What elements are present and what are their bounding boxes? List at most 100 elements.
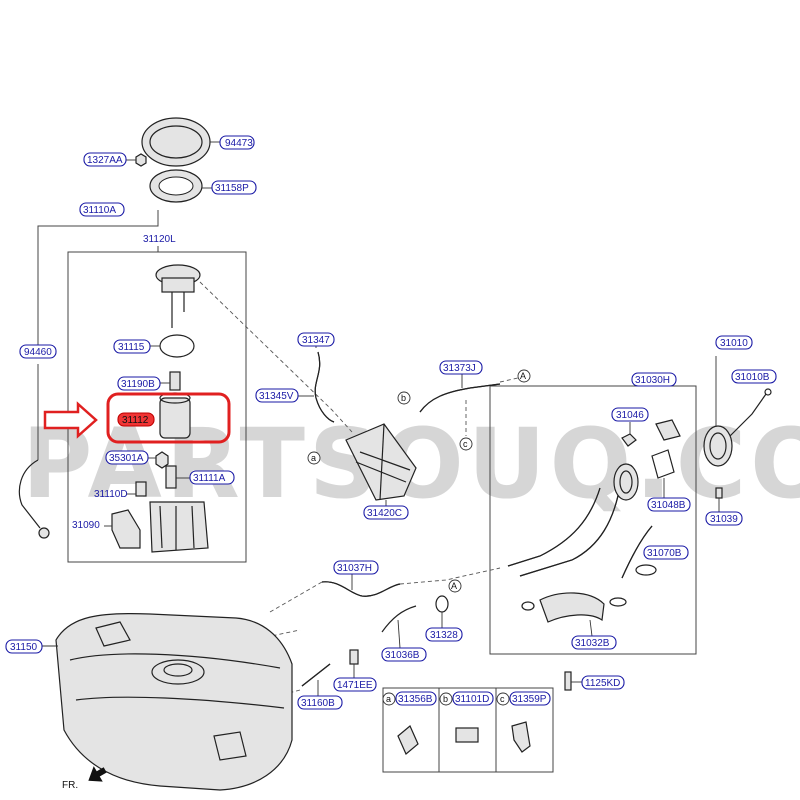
label-31070B[interactable]: 31070B — [643, 545, 689, 560]
svg-text:1471EE: 1471EE — [337, 680, 373, 691]
label-31150[interactable]: 31150 — [5, 639, 43, 654]
svg-text:a: a — [386, 694, 391, 704]
bracket-31046 — [621, 419, 681, 447]
lock-ring-31158P — [149, 169, 212, 203]
label-31101D[interactable]: 31101D — [452, 691, 494, 706]
svg-text:35301A: 35301A — [109, 453, 144, 464]
label-31190B[interactable]: 31190B — [117, 376, 161, 391]
ref-c-hose: c — [459, 437, 473, 451]
label-31032B[interactable]: 31032B — [571, 635, 617, 650]
hose-31037H — [321, 574, 401, 597]
frames — [37, 210, 697, 773]
strainer-31115 — [150, 334, 195, 358]
pipe-31032B — [521, 592, 627, 637]
svg-text:31030H: 31030H — [635, 375, 670, 386]
ref-a-legend: a — [382, 692, 396, 706]
pad-31101D-shape — [455, 727, 479, 743]
fuel-sender-94460 — [18, 364, 50, 539]
svg-text:31010B: 31010B — [735, 372, 770, 383]
label-31420C[interactable]: 31420C — [363, 505, 409, 520]
svg-text:c: c — [463, 439, 468, 449]
svg-text:31110D: 31110D — [94, 489, 128, 500]
label-1327AA[interactable]: 1327AA — [83, 152, 127, 167]
clamp-31328 — [435, 595, 449, 628]
label-31010B[interactable]: 31010B — [731, 369, 777, 384]
gasket-31048B — [651, 449, 675, 498]
svg-text:31120L: 31120L — [143, 234, 176, 245]
svg-text:31345V: 31345V — [259, 391, 294, 402]
pump-canister-line — [199, 281, 353, 433]
label-31046[interactable]: 31046 — [611, 407, 649, 422]
svg-text:b: b — [401, 393, 406, 403]
label-31112-highlighted[interactable]: 31112 — [117, 412, 155, 427]
clip-31356B-shape — [397, 725, 419, 755]
hose-dash-lines — [269, 567, 501, 613]
ref-c-legend: c — [496, 692, 510, 706]
label-31347[interactable]: 31347 — [297, 332, 335, 347]
svg-text:31115: 31115 — [118, 342, 145, 353]
label-1471EE[interactable]: 1471EE — [333, 677, 377, 692]
svg-text:b: b — [443, 694, 448, 704]
screw-31039 — [715, 487, 723, 512]
fuel-tank-31150 — [40, 612, 293, 791]
clip-legend-frame — [382, 687, 554, 773]
label-31090[interactable]: 31090 — [70, 518, 104, 531]
label-31110D[interactable]: 31110D — [92, 487, 134, 500]
clip-31359P-shape — [511, 721, 531, 753]
svg-text:A: A — [520, 371, 526, 381]
label-31359P[interactable]: 31359P — [509, 691, 551, 706]
svg-text:a: a — [311, 453, 316, 463]
label-31036B[interactable]: 31036B — [381, 647, 427, 662]
svg-text:31110A: 31110A — [83, 205, 116, 216]
label-31328[interactable]: 31328 — [425, 627, 463, 642]
ref-A-upper: A — [517, 369, 531, 383]
pump-lower-parts — [104, 451, 209, 553]
label-31110A[interactable]: 31110A — [79, 202, 125, 217]
label-94460[interactable]: 94460 — [19, 344, 57, 359]
svg-text:94460: 94460 — [24, 347, 52, 358]
label-31010[interactable]: 31010 — [715, 335, 753, 350]
svg-text:31111A: 31111A — [193, 473, 226, 484]
label-94473[interactable]: 94473 — [219, 135, 255, 150]
bolt-1327AA — [126, 153, 147, 167]
highlight-arrow-icon — [43, 401, 98, 439]
svg-text:31112: 31112 — [122, 415, 149, 426]
label-31111A[interactable]: 31111A — [189, 470, 235, 485]
label-31356B[interactable]: 31356B — [395, 691, 437, 706]
ref-a-pump: a — [307, 451, 321, 465]
label-31115[interactable]: 31115 — [113, 339, 151, 354]
svg-text:31190B: 31190B — [121, 379, 155, 390]
label-31345V[interactable]: 31345V — [255, 388, 299, 403]
label-31158P[interactable]: 31158P — [211, 180, 257, 195]
ref-b-legend: b — [439, 692, 453, 706]
label-31039[interactable]: 31039 — [705, 511, 743, 526]
svg-text:31048B: 31048B — [651, 500, 686, 511]
label-35301A[interactable]: 35301A — [105, 450, 149, 465]
label-31120L[interactable]: 31120L — [140, 232, 180, 245]
label-31048B[interactable]: 31048B — [647, 497, 691, 512]
label-31373J[interactable]: 31373J — [439, 360, 483, 375]
svg-text:31090: 31090 — [72, 520, 100, 531]
svg-text:94473: 94473 — [225, 138, 253, 149]
svg-text:31101D: 31101D — [455, 694, 489, 705]
label-1125KD[interactable]: 1125KD — [581, 675, 625, 690]
svg-text:31160B: 31160B — [301, 698, 335, 709]
svg-text:31150: 31150 — [10, 642, 38, 653]
label-31037H[interactable]: 31037H — [333, 560, 379, 575]
pump-assembly-frame — [67, 251, 247, 563]
ref-b-hose: b — [397, 391, 411, 405]
bolt-1125KD — [564, 671, 582, 691]
pump-body — [155, 371, 191, 439]
part-highlight-frame — [106, 392, 231, 444]
svg-text:31359P: 31359P — [512, 694, 547, 705]
label-31030H[interactable]: 31030H — [631, 372, 677, 387]
filler-assembly-frame — [489, 385, 697, 655]
fuel-cap-31010 — [703, 356, 772, 467]
svg-text:31420C: 31420C — [367, 508, 402, 519]
label-31160B[interactable]: 31160B — [297, 695, 343, 710]
front-label: FR. — [62, 780, 78, 791]
svg-text:31158P: 31158P — [215, 183, 249, 194]
svg-text:31037H: 31037H — [337, 563, 372, 574]
tank-cover-94473 — [141, 117, 220, 167]
